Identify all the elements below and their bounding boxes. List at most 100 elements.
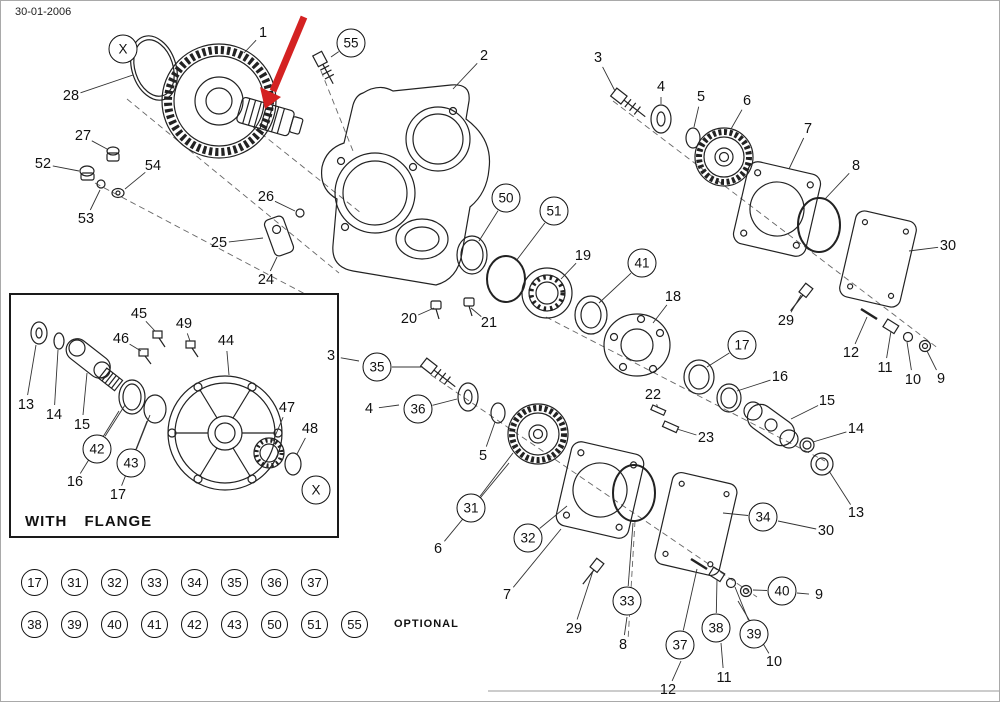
part-label-29: 29 [777, 312, 795, 329]
optional-label: OPTIONAL [394, 618, 459, 630]
part-balloon-17: 17 [727, 330, 757, 360]
part-balloon-36: 36 [403, 394, 433, 424]
part-label-10: 10 [904, 371, 922, 388]
part-label-12: 12 [842, 344, 860, 361]
part-label-45: 45 [130, 305, 148, 322]
part-label-44: 44 [217, 332, 235, 349]
part-label-12: 12 [659, 681, 677, 698]
legend-balloon-34: 34 [181, 569, 208, 596]
part-label-14: 14 [847, 420, 865, 437]
part-label-3: 3 [326, 347, 336, 364]
legend-balloon-42: 42 [181, 611, 208, 638]
part-label-22: 22 [644, 386, 662, 403]
part-label-7: 7 [803, 120, 813, 137]
part-label-49: 49 [175, 315, 193, 332]
part-label-21: 21 [480, 314, 498, 331]
part-label-8: 8 [618, 636, 628, 653]
legend-balloon-36: 36 [261, 569, 288, 596]
part-label-13: 13 [847, 504, 865, 521]
red-arrow-head [260, 87, 281, 109]
part-balloon-40: 40 [767, 576, 797, 606]
part-label-6: 6 [742, 92, 752, 109]
part-label-9: 9 [814, 586, 824, 603]
part-label-48: 48 [301, 420, 319, 437]
red-arrow-annotation [260, 15, 308, 109]
part-label-30: 30 [939, 237, 957, 254]
part-balloon-34: 34 [748, 502, 778, 532]
part-balloon-55: 55 [336, 28, 366, 58]
part-balloon-31: 31 [456, 493, 486, 523]
part-label-53: 53 [77, 210, 95, 227]
part-label-5: 5 [478, 447, 488, 464]
legend-balloon-50: 50 [261, 611, 288, 638]
legend-balloon-39: 39 [61, 611, 88, 638]
pin-22 [650, 404, 667, 417]
part-label-28: 28 [62, 87, 80, 104]
part-label-20: 20 [400, 310, 418, 327]
legend-balloon-41: 41 [141, 611, 168, 638]
legend-balloon-33: 33 [141, 569, 168, 596]
part-label-3: 3 [593, 49, 603, 66]
legend-balloon-17: 17 [21, 569, 48, 596]
legend-balloon-55: 55 [341, 611, 368, 638]
part-balloon-33: 33 [612, 586, 642, 616]
part-label-7: 7 [502, 586, 512, 603]
legend-balloon-38: 38 [21, 611, 48, 638]
part-label-4: 4 [656, 78, 666, 95]
legend-balloon-37: 37 [301, 569, 328, 596]
part-label-47: 47 [278, 399, 296, 416]
date-stamp: 30-01-2006 [15, 6, 72, 18]
part-balloon-39: 39 [739, 619, 769, 649]
part-label-11: 11 [716, 669, 732, 686]
part-label-2: 2 [479, 47, 489, 64]
part-label-13: 13 [17, 396, 35, 413]
part-balloon-x: X [108, 34, 138, 64]
pin-26 [295, 208, 305, 218]
red-arrow-shaft [269, 15, 308, 93]
part-label-54: 54 [144, 157, 162, 174]
part-balloon-32: 32 [513, 523, 543, 553]
part-label-16: 16 [771, 368, 789, 385]
part-label-11: 11 [877, 359, 893, 376]
part-label-16: 16 [66, 473, 84, 490]
legend-balloon-40: 40 [101, 611, 128, 638]
part-balloon-37: 37 [665, 630, 695, 660]
part-label-15: 15 [818, 392, 836, 409]
part-label-10: 10 [765, 653, 783, 670]
part-label-52: 52 [34, 155, 52, 172]
part-label-46: 46 [112, 330, 130, 347]
part-balloon-42: 42 [82, 434, 112, 464]
inset-label: WITH FLANGE [25, 513, 153, 530]
part-balloon-41: 41 [627, 248, 657, 278]
part-label-18: 18 [664, 288, 682, 305]
part-label-1: 1 [258, 24, 268, 41]
part-label-26: 26 [257, 188, 275, 205]
part-label-6: 6 [433, 540, 443, 557]
fittings-cluster [79, 146, 125, 199]
inset-artwork [30, 321, 302, 491]
part-label-17: 17 [109, 486, 127, 503]
part-label-8: 8 [851, 157, 861, 174]
part-label-9: 9 [936, 370, 946, 387]
legend-balloon-31: 31 [61, 569, 88, 596]
legend-balloon-43: 43 [221, 611, 248, 638]
part-label-27: 27 [74, 127, 92, 144]
part-label-14: 14 [45, 406, 63, 423]
part-label-30: 30 [817, 522, 835, 539]
part-label-29: 29 [565, 620, 583, 637]
part-label-23: 23 [697, 429, 715, 446]
part-balloon-x: X [301, 475, 331, 505]
legend-balloon-51: 51 [301, 611, 328, 638]
bracket-24 [263, 215, 295, 257]
part-balloon-50: 50 [491, 183, 521, 213]
legend-balloon-32: 32 [101, 569, 128, 596]
flange-18 [603, 313, 671, 377]
part-balloon-51: 51 [539, 196, 569, 226]
part-balloon-38: 38 [701, 613, 731, 643]
part-label-19: 19 [574, 247, 592, 264]
rings-and-bearing [456, 235, 608, 335]
with-flange-inset: WITH FLANGE [9, 293, 339, 538]
